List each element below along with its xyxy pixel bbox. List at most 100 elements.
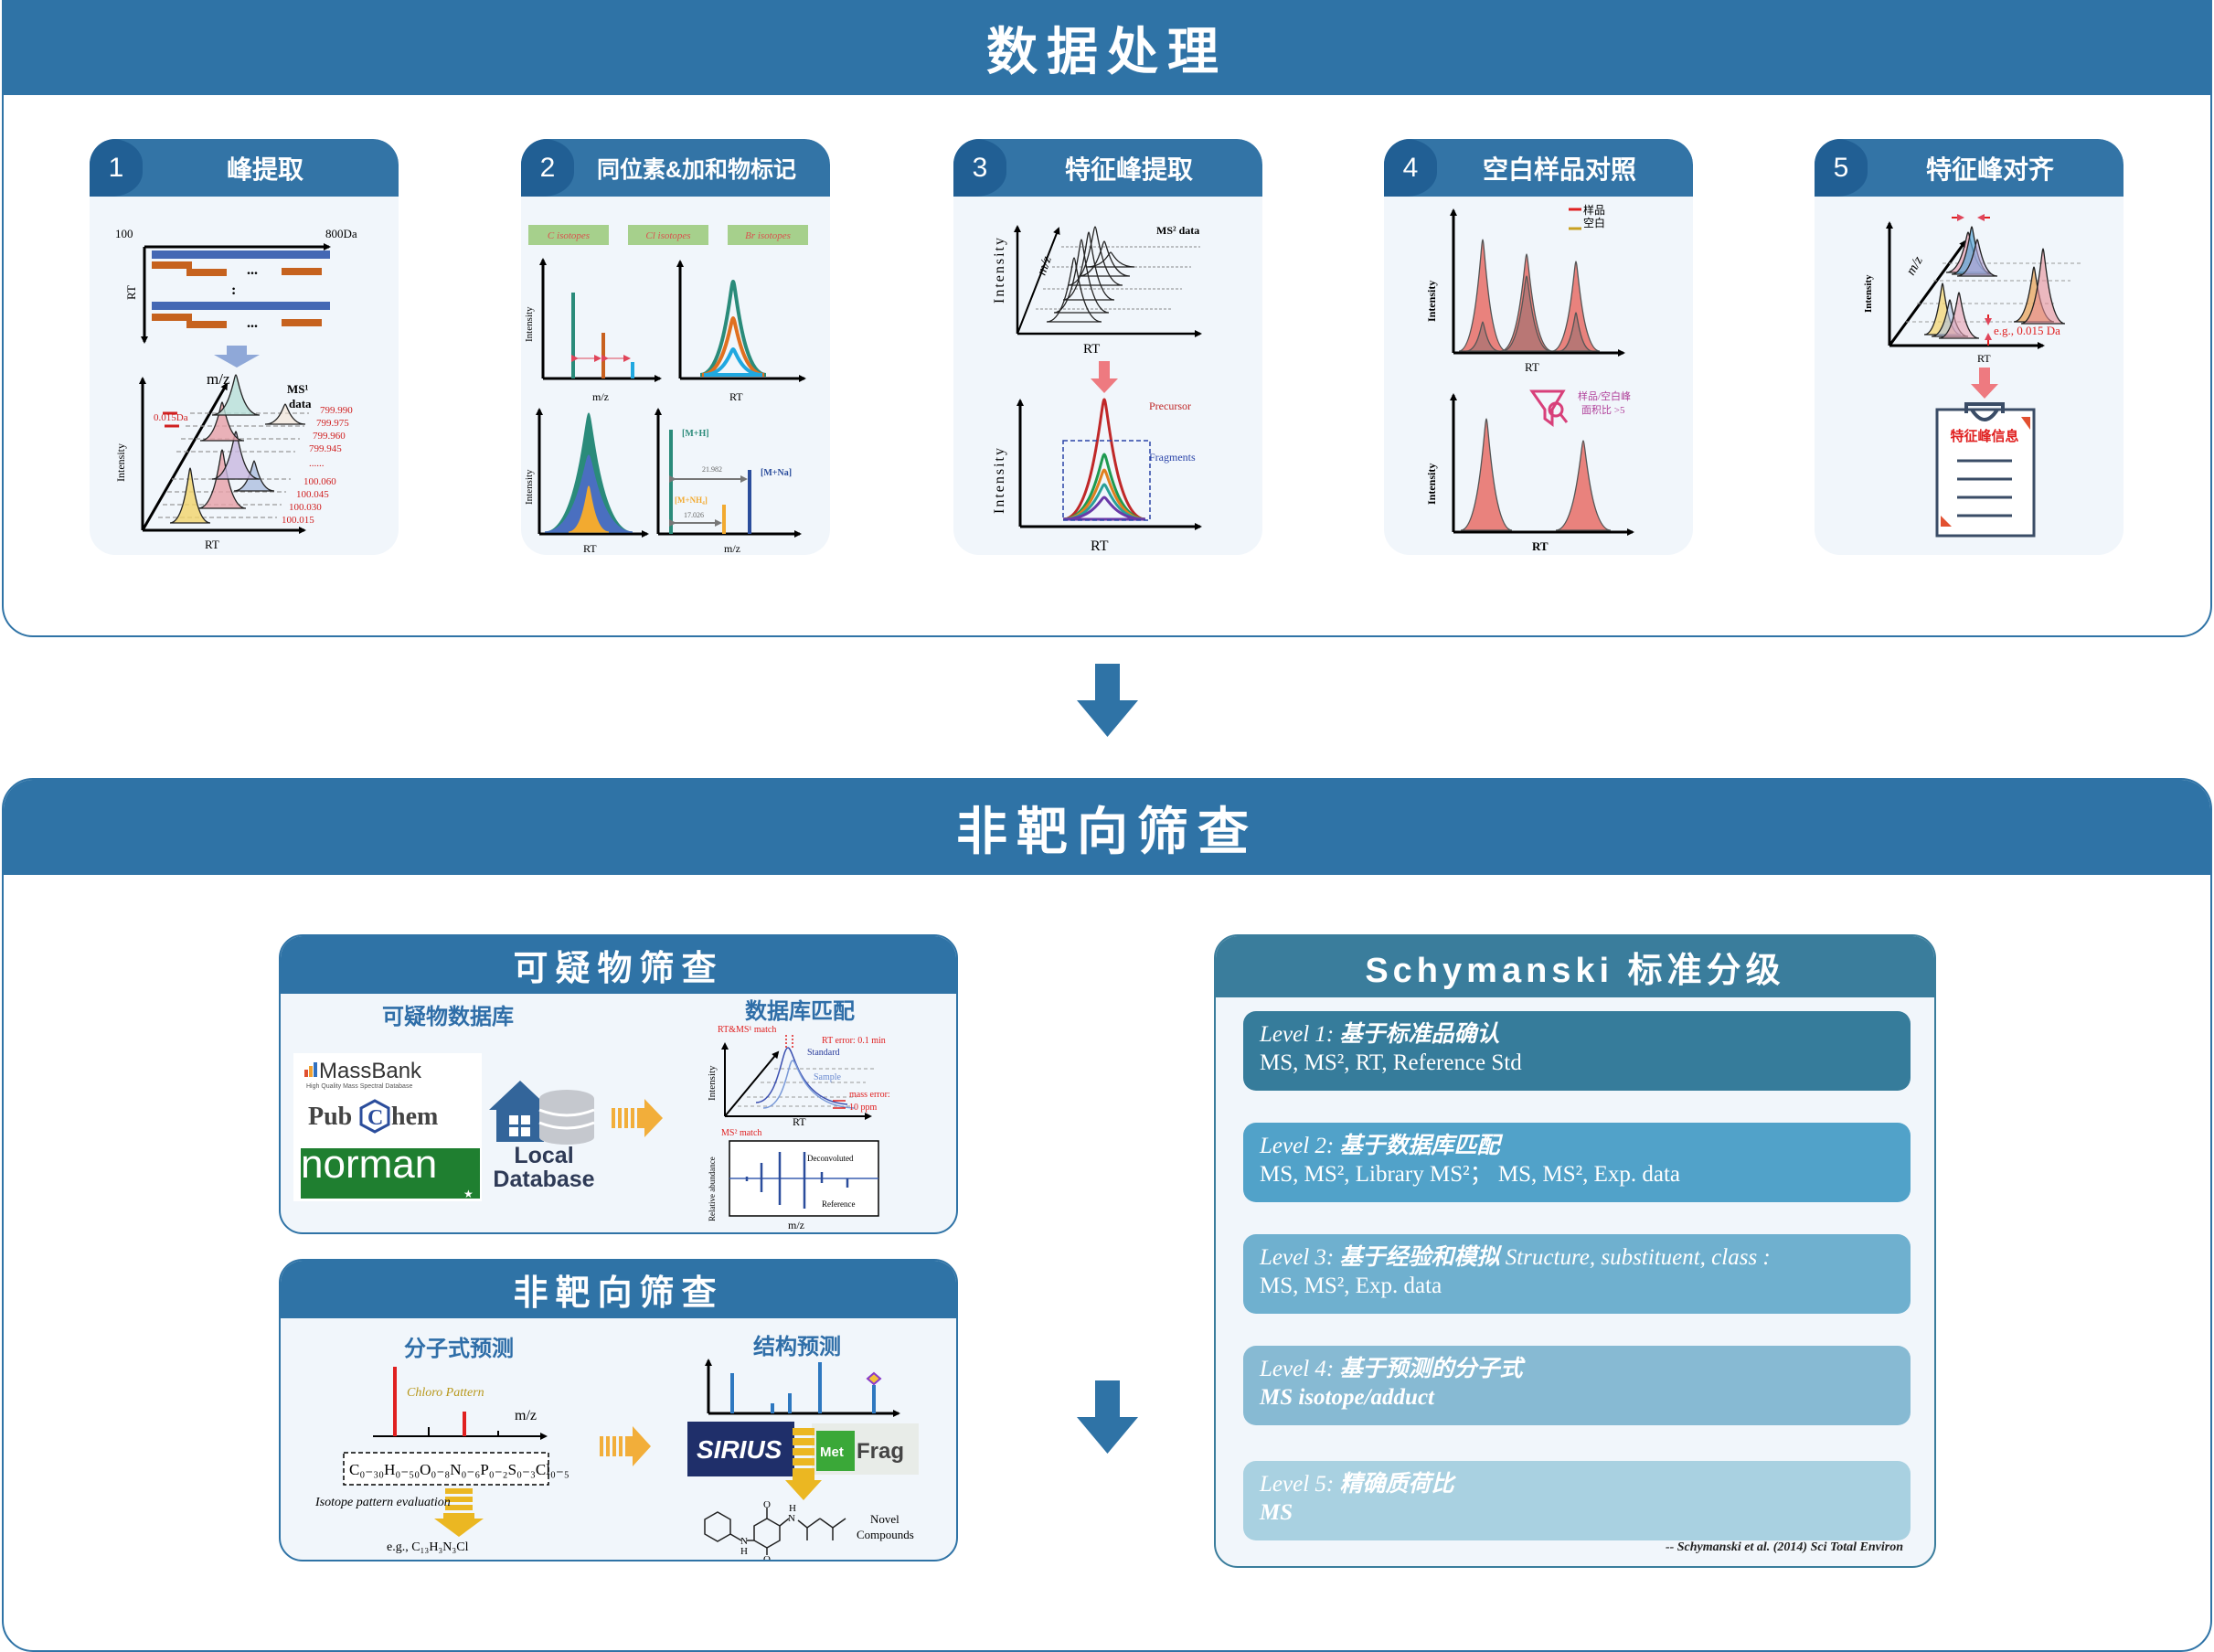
peak (1086, 251, 1135, 268)
svg-text:N: N (740, 1536, 748, 1547)
svg-text:hem: hem (391, 1103, 438, 1131)
legend-sample: 样品 (1583, 203, 1605, 217)
svg-text:H: H (740, 1546, 748, 1557)
ms2-label: MS² data (1156, 224, 1199, 237)
axis-label: Intensity (524, 469, 535, 505)
peak (701, 315, 765, 377)
isotope-tag: Br isotopes (745, 230, 791, 241)
filter-rule: 面积比 >5 (1581, 404, 1625, 416)
level-criterion: 基于标准品确认 (1339, 1022, 1500, 1047)
svg-text:High Quality Mass Spectral Dat: High Quality Mass Spectral Database (306, 1083, 412, 1090)
peak (169, 467, 211, 524)
peak (1555, 440, 1612, 531)
peak (1062, 398, 1146, 521)
mass-value: 799.975 (316, 418, 349, 429)
schymanski-levels-card: Schymanski 标准分级 Level 1: 基于标准品确认 MS, MS²… (1214, 934, 1936, 1568)
local-database-label: Database (493, 1167, 594, 1192)
mass-value: 100.045 (296, 489, 329, 500)
rt-error-label: RT error: 0.1 min (822, 1036, 886, 1046)
filter-rule: 样品/空白峰 (1578, 389, 1631, 402)
peak (1460, 418, 1513, 531)
level-label: Level 5: (1260, 1472, 1335, 1497)
mass-value: 100.015 (282, 515, 314, 526)
peak (211, 431, 261, 480)
axis-label: m/z (515, 1408, 537, 1423)
tolerance-label: 0.015Da (154, 412, 188, 423)
feature-alignment-diagram: Intensity m/z e.g., 0.015 Da RT 特征峰信息 (1863, 214, 2081, 538)
mass-value: ...... (309, 458, 325, 469)
step-title: 同位素&加和物标记 (596, 156, 797, 183)
reference-label: Reference (822, 1199, 855, 1209)
peak (199, 401, 245, 442)
ms1-label: data (289, 397, 312, 410)
structure-prediction-title: 结构预测 (753, 1334, 841, 1359)
card-title: Schymanski 标准分级 (1216, 936, 1934, 997)
peak (568, 485, 610, 533)
svg-text:Met: Met (820, 1444, 844, 1460)
axis-label: RT (1532, 539, 1549, 553)
ellipsis: : (231, 282, 236, 298)
ms2-match-label: MS² match (721, 1128, 761, 1138)
adduct-label: [M+H] (682, 429, 709, 439)
svg-text:C: C (367, 1106, 383, 1130)
level-label: Level 3: (1260, 1245, 1335, 1270)
svg-text:N: N (788, 1513, 795, 1524)
peak (1559, 312, 1593, 352)
step-title: 特征峰对齐 (1925, 155, 2054, 184)
step-card-isotope-adduct: C isotopes Cl isotopes Br isotopes Inten… (521, 139, 830, 555)
axis-label: RT (1083, 342, 1100, 357)
card-title: 可疑物筛查 (281, 936, 956, 994)
nontarget-screening-diagram: 分子式预测 Chloro Pattern m/z C₀₋₃₀H₀₋₅₀O₀₋₈N… (314, 1334, 919, 1561)
step-header: 2 同位素&加和物标记 (521, 139, 830, 197)
formula-prediction-title: 分子式预测 (404, 1337, 514, 1361)
step-number: 3 (953, 139, 1006, 197)
axis-label: RT (729, 390, 743, 403)
isotope-adduct-diagram: C isotopes Cl isotopes Br isotopes Inten… (524, 225, 808, 555)
level-detail: MS, MS², Library MS²； MS, MS², Exp. data (1260, 1162, 1681, 1187)
chloro-pattern-label: Chloro Pattern (407, 1386, 484, 1400)
fragments-label: Fragments (1149, 451, 1196, 464)
ms1-label: MS¹ (287, 382, 309, 396)
molecule-structure (704, 1508, 846, 1555)
step-card-blank-control: 样品 空白 Intensity RT 样品/空白峰 面积比 >5 Intensi… (1384, 139, 1693, 555)
axis-label: RT (583, 542, 597, 555)
step-number: 5 (1815, 139, 1868, 197)
nontarget-screening-card: 分子式预测 Chloro Pattern m/z C₀₋₃₀H₀₋₅₀O₀₋₈N… (279, 1259, 958, 1561)
level-label: Level 2: (1260, 1134, 1335, 1158)
peak (699, 279, 767, 377)
level-criterion: 基于预测的分子式 (1339, 1357, 1523, 1381)
isotope-tag: Cl isotopes (645, 230, 690, 241)
axis-label: RT (1525, 360, 1539, 374)
peak (1062, 453, 1146, 521)
local-database-label: Local (514, 1143, 573, 1168)
peak (1062, 231, 1115, 301)
ellipsis: ... (247, 262, 258, 278)
level-2-box: Level 2: 基于数据库匹配 MS, MS², Library MS²； M… (1243, 1123, 1911, 1202)
tolerance-label: e.g., 0.015 Da (1994, 324, 2060, 337)
level-label: Level 4: (1260, 1357, 1335, 1381)
section-title: 非靶向筛查 (4, 780, 2210, 875)
down-arrow-icon (434, 1488, 484, 1537)
isotope-evaluation-label: Isotope pattern evaluation (314, 1496, 451, 1509)
card-title: 非靶向筛查 (281, 1261, 956, 1318)
mass-value: 100.060 (303, 476, 336, 487)
clipboard-icon (1935, 402, 2036, 538)
level-criterion: 基于数据库匹配 (1339, 1134, 1500, 1158)
mass-error-label: 10 ppm (849, 1103, 878, 1113)
peak (1062, 468, 1146, 521)
step-header: 5 特征峰对齐 (1815, 139, 2124, 197)
mass-error-label: mass error: (849, 1090, 890, 1100)
isotope-tag: C isotopes (548, 230, 590, 241)
level-detail: MS isotope/adduct (1260, 1385, 1434, 1410)
adduct-label: [M+Na] (761, 468, 792, 478)
step-number: 2 (521, 139, 574, 197)
svg-text:★: ★ (463, 1188, 474, 1200)
axis-label: m/z (1035, 254, 1055, 277)
feature-extraction-diagram: Intensity m/z MS² data RT Precursor Frag… (992, 224, 1202, 554)
svg-text:H: H (789, 1503, 796, 1514)
svg-text:O: O (763, 1554, 771, 1561)
axis-label: Intensity (524, 306, 535, 342)
norman-logo: norman ★ (301, 1142, 480, 1200)
level-3-box: Level 3: 基于经验和模拟 Structure, substituent,… (1243, 1234, 1911, 1314)
precursor-label: Precursor (1149, 400, 1191, 412)
